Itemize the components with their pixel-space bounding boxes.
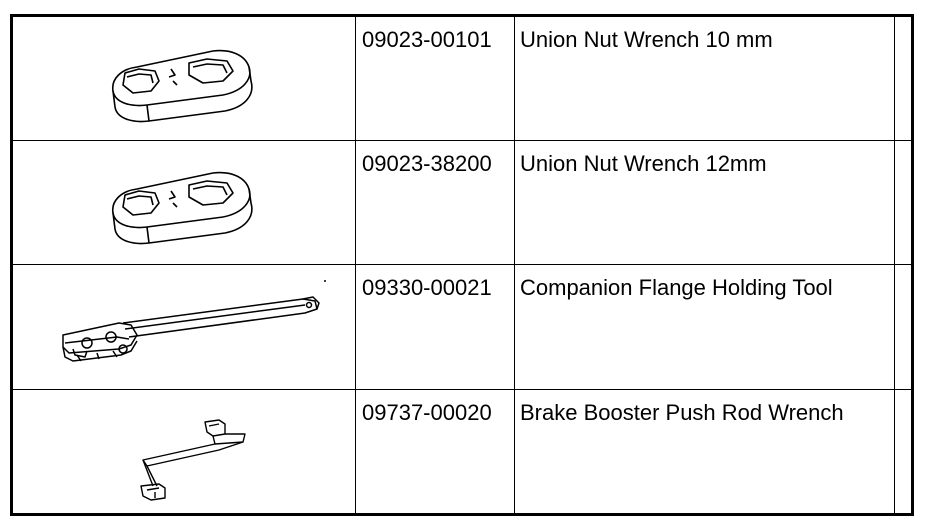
- part-description: Union Nut Wrench 10 mm: [520, 27, 773, 52]
- part-number: 09023-00101: [362, 27, 492, 52]
- empty-cell: [894, 17, 914, 142]
- part-description-cell: Union Nut Wrench 10 mm: [514, 17, 895, 142]
- push-rod-wrench-icon: [140, 419, 246, 501]
- part-number: 09737-00020: [362, 399, 492, 425]
- part-number-cell: 09330-00021: [355, 264, 515, 390]
- empty-cell: [894, 264, 914, 390]
- table-row: 09023-00101 Union Nut Wrench 10 mm: [13, 17, 914, 142]
- part-number-cell: 09023-38200: [355, 140, 515, 266]
- part-image-cell: [13, 17, 356, 142]
- parts-table-frame: 09023-00101 Union Nut Wrench 10 mm: [10, 14, 914, 516]
- union-nut-wrench-icon: [112, 49, 253, 123]
- part-number: 09023-38200: [362, 151, 492, 177]
- part-description: Union Nut Wrench 12mm: [520, 151, 767, 177]
- part-number-cell: 09737-00020: [355, 388, 515, 513]
- part-image-cell: [13, 388, 356, 513]
- union-nut-wrench-icon: [112, 172, 253, 245]
- parts-table: 09023-00101 Union Nut Wrench 10 mm: [13, 17, 914, 513]
- table-row: 09330-00021 Companion Flange Holding Too…: [13, 264, 914, 390]
- part-description-cell: Brake Booster Push Rod Wrench: [514, 388, 895, 513]
- part-description: Companion Flange Holding Tool: [520, 275, 833, 301]
- part-description-cell: Union Nut Wrench 12mm: [514, 140, 895, 266]
- part-image-cell: [13, 140, 356, 266]
- part-number-cell: 09023-00101: [355, 17, 515, 142]
- part-description: Brake Booster Push Rod Wrench: [520, 399, 844, 425]
- table-row: 09737-00020 Brake Booster Push Rod Wrenc…: [13, 388, 914, 513]
- part-description-cell: Companion Flange Holding Tool: [514, 264, 895, 390]
- part-image-cell: [13, 264, 356, 390]
- part-number: 09330-00021: [362, 275, 492, 301]
- empty-cell: [894, 140, 914, 266]
- flange-holding-tool-icon: [62, 280, 326, 363]
- empty-cell: [894, 388, 914, 513]
- table-row: 09023-38200 Union Nut Wrench 12mm: [13, 140, 914, 266]
